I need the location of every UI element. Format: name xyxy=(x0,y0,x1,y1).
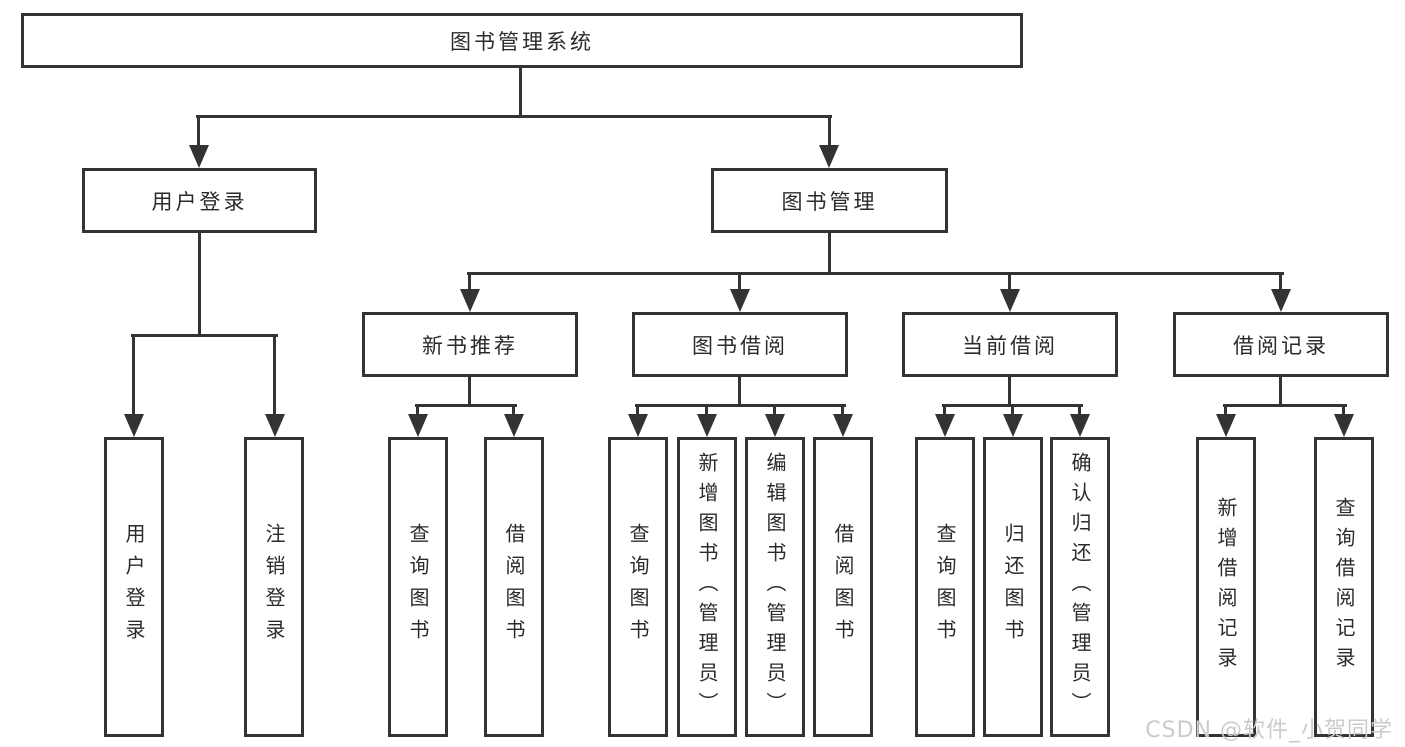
connector-drop-book-borrowing xyxy=(738,272,741,290)
node-borrowing-records-label: 借阅记录 xyxy=(1233,333,1329,358)
leaf-borrowing-edit-book-admin: 编辑图书（管理员） xyxy=(745,437,805,737)
connector-drop-bb-borrow xyxy=(841,404,844,416)
connector-book-borrowing-rail xyxy=(635,404,846,407)
arrowhead-cb-query xyxy=(935,414,955,437)
arrowhead-book-management xyxy=(819,145,839,168)
node-current-borrowing: 当前借阅 xyxy=(902,312,1118,377)
connector-drop-borrowing-records xyxy=(1279,272,1282,290)
connector-drop-user-login xyxy=(197,115,200,146)
leaf-recommend-borrow-book: 借阅图书 xyxy=(484,437,544,737)
connector-drop-bb-edit xyxy=(773,404,776,416)
arrowhead-bb-add xyxy=(697,414,717,437)
node-new-book-recommend-label: 新书推荐 xyxy=(422,333,518,358)
arrowhead-bb-edit xyxy=(765,414,785,437)
leaf-records-query-record: 查询借阅记录 xyxy=(1314,437,1374,737)
node-book-management-label: 图书管理 xyxy=(781,189,878,214)
arrowhead-borrowing-records xyxy=(1271,289,1291,312)
leaf-user-login-label: 用户登录 xyxy=(122,523,146,651)
arrowhead-user-login xyxy=(189,145,209,168)
arrowhead-leaf-logout xyxy=(265,414,285,437)
connector-new-book-rail xyxy=(415,404,517,407)
arrowhead-leaf-user-login xyxy=(124,414,144,437)
arrowhead-bb-query xyxy=(628,414,648,437)
connector-borrowing-records-stem xyxy=(1279,376,1282,406)
leaf-current-return-book: 归还图书 xyxy=(983,437,1043,737)
leaf-borrowing-add-book-admin-label: 新增图书（管理员） xyxy=(695,452,719,722)
connector-borrowing-records-rail xyxy=(1223,404,1347,407)
arrowhead-cb-confirm xyxy=(1070,414,1090,437)
arrowhead-rec-borrow xyxy=(504,414,524,437)
leaf-recommend-borrow-book-label: 借阅图书 xyxy=(502,523,526,651)
leaf-user-login: 用户登录 xyxy=(104,437,164,737)
connector-level3-rail xyxy=(467,272,1284,275)
leaf-logout-label: 注销登录 xyxy=(262,523,286,651)
leaf-records-query-record-label: 查询借阅记录 xyxy=(1332,497,1356,677)
connector-book-borrowing-stem xyxy=(738,376,741,406)
connector-drop-book-management xyxy=(828,115,831,146)
connector-drop-cb-confirm xyxy=(1078,404,1081,416)
connector-drop-cb-return xyxy=(1011,404,1014,416)
node-current-borrowing-label: 当前借阅 xyxy=(962,333,1058,358)
connector-user-login-rail xyxy=(131,334,278,337)
connector-current-borrowing-stem xyxy=(1008,376,1011,406)
leaf-current-confirm-return-admin: 确认归还（管理员） xyxy=(1050,437,1110,737)
connector-drop-leaf-logout xyxy=(273,334,276,415)
node-book-management: 图书管理 xyxy=(711,168,948,233)
leaf-recommend-query-book: 查询图书 xyxy=(388,437,448,737)
connector-root-stem xyxy=(519,68,522,116)
node-borrowing-records: 借阅记录 xyxy=(1173,312,1389,377)
connector-user-login-stem xyxy=(198,232,201,336)
node-user-login-label: 用户登录 xyxy=(151,189,248,214)
node-new-book-recommend: 新书推荐 xyxy=(362,312,578,377)
leaf-borrowing-query-book: 查询图书 xyxy=(608,437,668,737)
arrowhead-br-query xyxy=(1334,414,1354,437)
arrowhead-current-borrowing xyxy=(1000,289,1020,312)
leaf-current-return-book-label: 归还图书 xyxy=(1001,523,1025,651)
leaf-current-confirm-return-admin-label: 确认归还（管理员） xyxy=(1068,452,1092,722)
leaf-borrowing-borrow-book-label: 借阅图书 xyxy=(831,523,855,651)
arrowhead-bb-borrow xyxy=(833,414,853,437)
leaf-borrowing-edit-book-admin-label: 编辑图书（管理员） xyxy=(763,452,787,722)
arrowhead-cb-return xyxy=(1003,414,1023,437)
node-root-label: 图书管理系统 xyxy=(450,29,594,54)
leaf-logout: 注销登录 xyxy=(244,437,304,737)
connector-drop-br-add xyxy=(1224,404,1227,416)
leaf-current-query-book-label: 查询图书 xyxy=(933,523,957,651)
connector-drop-bb-query xyxy=(636,404,639,416)
connector-drop-br-query xyxy=(1342,404,1345,416)
connector-drop-leaf-user-login xyxy=(132,334,135,415)
node-user-login: 用户登录 xyxy=(82,168,317,233)
arrowhead-rec-query xyxy=(408,414,428,437)
connector-drop-rec-borrow xyxy=(512,404,515,416)
connector-new-book-stem xyxy=(468,376,471,406)
leaf-borrowing-query-book-label: 查询图书 xyxy=(626,523,650,651)
arrowhead-new-book xyxy=(460,289,480,312)
leaf-borrowing-add-book-admin: 新增图书（管理员） xyxy=(677,437,737,737)
node-book-borrowing: 图书借阅 xyxy=(632,312,848,377)
connector-book-management-stem xyxy=(828,232,831,274)
node-book-borrowing-label: 图书借阅 xyxy=(692,333,788,358)
leaf-recommend-query-book-label: 查询图书 xyxy=(406,523,430,651)
connector-drop-rec-query xyxy=(416,404,419,416)
watermark-text: CSDN @软件_小贺同学 xyxy=(1145,718,1393,743)
node-root: 图书管理系统 xyxy=(21,13,1023,68)
connector-drop-new-book xyxy=(468,272,471,290)
leaf-borrowing-borrow-book: 借阅图书 xyxy=(813,437,873,737)
arrowhead-br-add xyxy=(1216,414,1236,437)
leaf-records-add-record: 新增借阅记录 xyxy=(1196,437,1256,737)
connector-drop-cb-query xyxy=(943,404,946,416)
connector-level2-rail xyxy=(196,115,832,118)
connector-drop-bb-add xyxy=(705,404,708,416)
arrowhead-book-borrowing xyxy=(730,289,750,312)
connector-drop-current-borrowing xyxy=(1008,272,1011,290)
leaf-current-query-book: 查询图书 xyxy=(915,437,975,737)
leaf-records-add-record-label: 新增借阅记录 xyxy=(1214,497,1238,677)
